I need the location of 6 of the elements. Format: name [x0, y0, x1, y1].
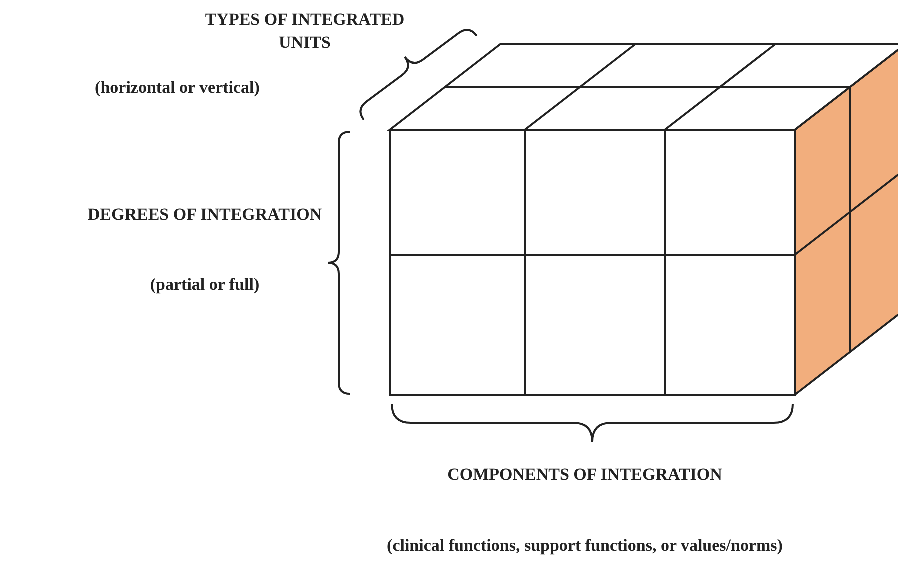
axis-heading: TYPES OF INTEGRATED UNITS	[204, 9, 406, 54]
axis-heading: COMPONENTS OF INTEGRATION	[446, 464, 724, 486]
axis-note: (partial or full)	[149, 274, 261, 296]
axis-heading: DEGREES OF INTEGRATION	[86, 204, 324, 226]
axis-note: (clinical functions, support functions, or values/norms)	[386, 535, 784, 557]
axis-note: (horizontal or vertical)	[94, 77, 261, 99]
